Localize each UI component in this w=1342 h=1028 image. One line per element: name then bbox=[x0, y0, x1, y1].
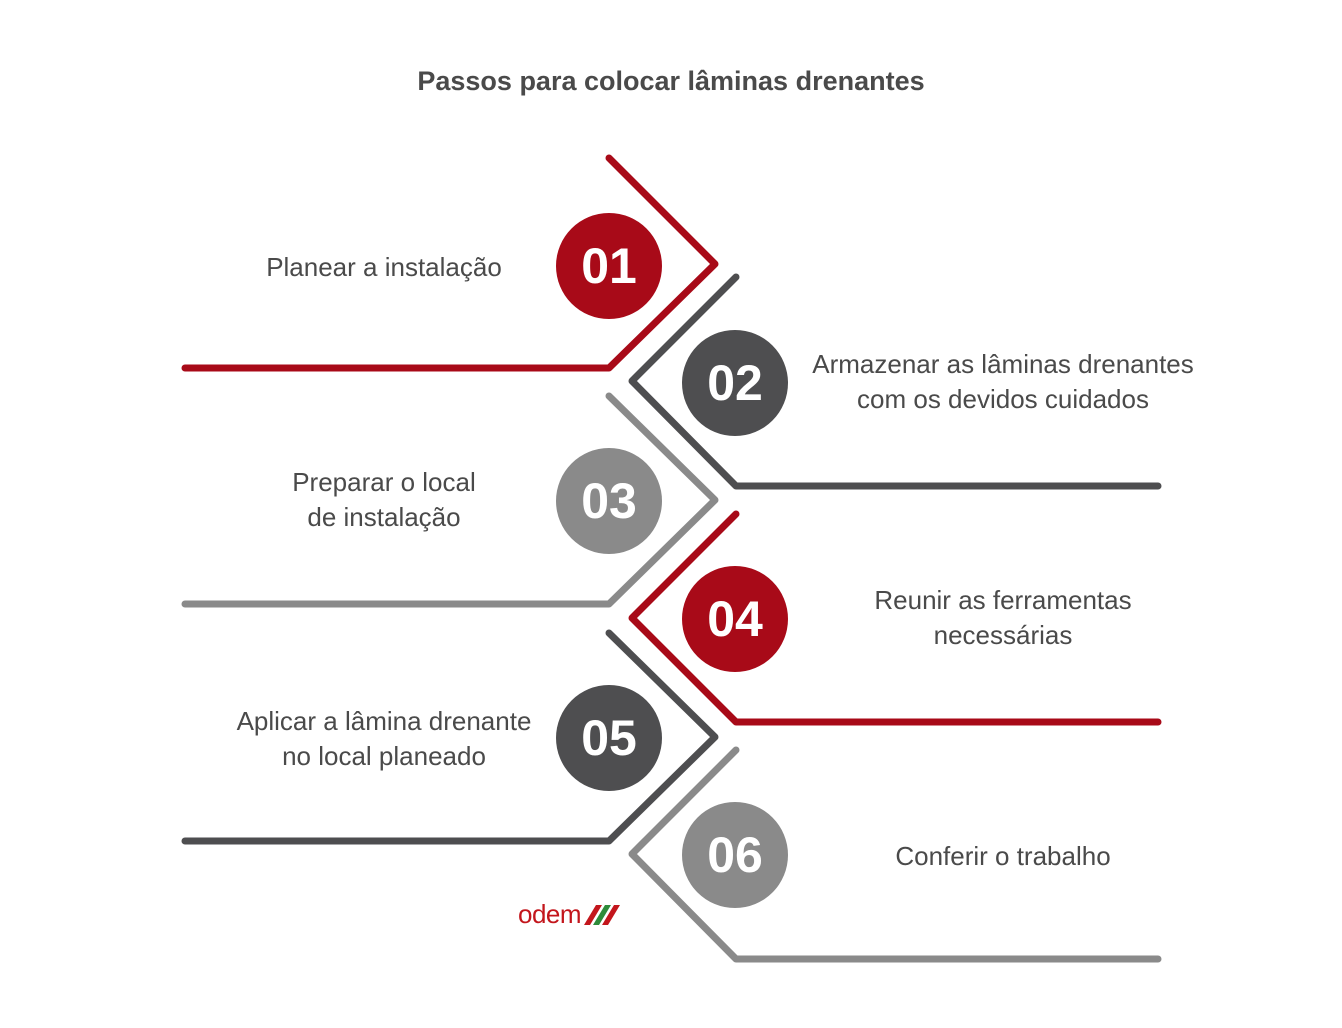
odem-logo: odem bbox=[518, 898, 622, 930]
step-03-chevron-line bbox=[181, 392, 719, 608]
step-04-chevron-line bbox=[628, 510, 1162, 726]
step-02-label: Armazenar as lâminas drenantes com os de… bbox=[812, 349, 1194, 414]
logo-stripe-red-2 bbox=[602, 905, 621, 925]
step-06-badge: 06 bbox=[682, 802, 788, 908]
logo-stripes-icon bbox=[584, 905, 621, 925]
step-05-badge: 05 bbox=[556, 685, 662, 791]
step-04-badge: 04 bbox=[682, 566, 788, 672]
step-06-chevron-line bbox=[628, 746, 1162, 963]
step-03-label: Preparar o local de instalação bbox=[292, 467, 476, 532]
logo-stripe-green bbox=[593, 905, 612, 925]
logo-stripe-red bbox=[584, 905, 603, 925]
step-06-label: Conferir o trabalho bbox=[895, 841, 1111, 871]
step-02-chevron-line bbox=[628, 273, 1162, 490]
step-01-badge: 01 bbox=[556, 213, 662, 319]
step-03-badge: 03 bbox=[556, 448, 662, 554]
logo-wordmark: odem bbox=[518, 898, 582, 929]
step-02-badge: 02 bbox=[682, 330, 788, 436]
step-04-label: Reunir as ferramentas necessárias bbox=[874, 585, 1132, 650]
step-01-label: Planear a instalação bbox=[266, 252, 502, 282]
step-05-label: Aplicar a lâmina drenante no local plane… bbox=[236, 706, 532, 771]
step-05-chevron-line bbox=[181, 629, 719, 845]
page-title: Passos para colocar lâminas drenantes bbox=[417, 66, 925, 96]
step-01-chevron-line bbox=[181, 154, 719, 372]
